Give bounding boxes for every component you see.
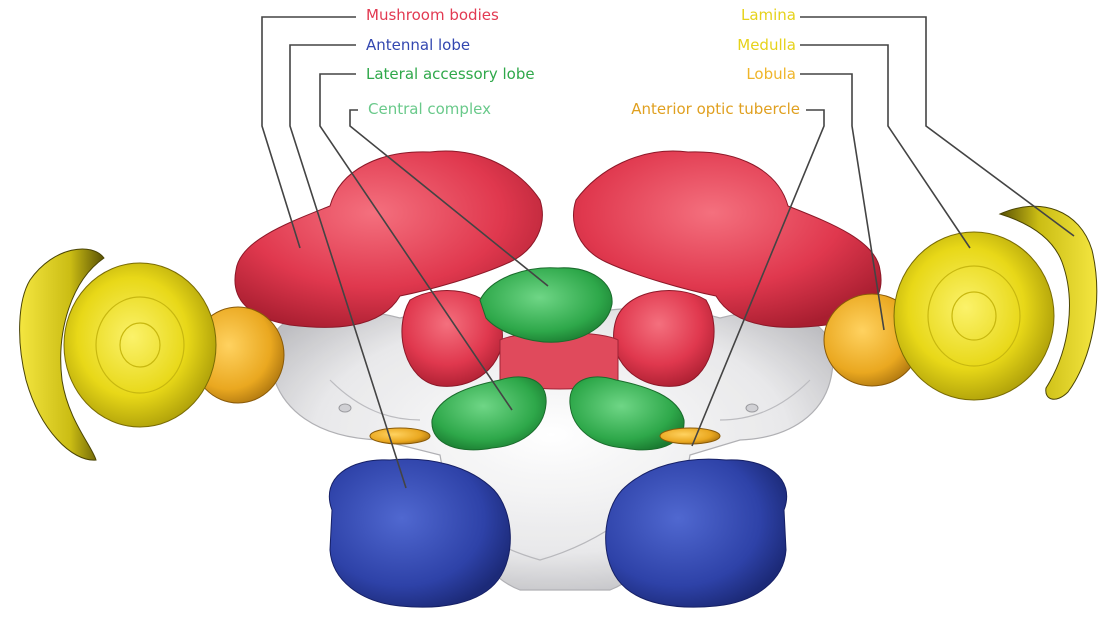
label-medulla: Medulla <box>737 36 796 54</box>
label-antennal-lobe: Antennal lobe <box>366 36 470 54</box>
leader-line-medulla <box>800 45 970 248</box>
label-lamina: Lamina <box>741 6 796 24</box>
label-central-complex: Central complex <box>368 100 491 118</box>
label-lateral-accessory-lobe: Lateral accessory lobe <box>366 65 535 83</box>
label-mushroom-bodies: Mushroom bodies <box>366 6 499 24</box>
label-lobula: Lobula <box>746 65 796 83</box>
leader-line-lamina <box>800 17 1074 236</box>
label-anterior-optic-tubercle: Anterior optic tubercle <box>631 100 800 118</box>
